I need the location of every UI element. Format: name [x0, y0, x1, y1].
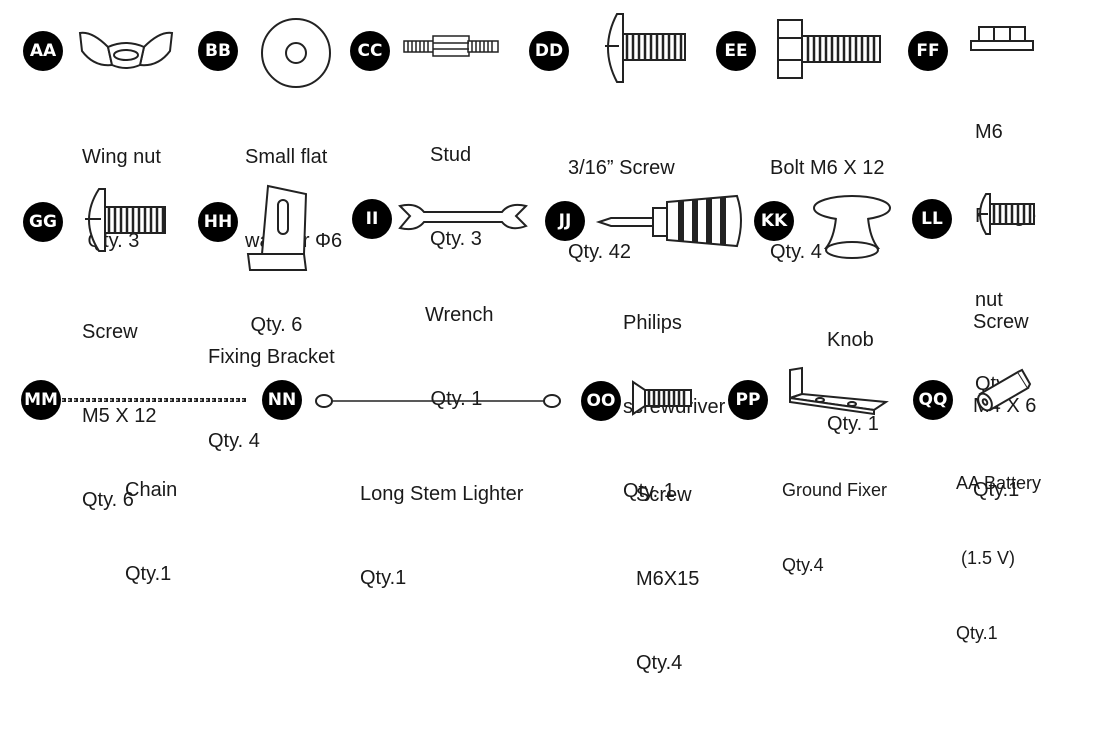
part-code-badge: DD [529, 31, 569, 71]
wing-nut-icon [78, 31, 174, 69]
part-qty: Qty. 6 [82, 489, 134, 511]
part-name: Wing nut [82, 146, 161, 168]
part-name-line2: (1.5 V) [956, 548, 1016, 568]
part-code-badge: AA [23, 31, 63, 71]
part-name: Small flat [245, 146, 328, 168]
part-qty: Qty. 1 [623, 480, 675, 502]
part-qty: Qty. 4 [770, 241, 822, 263]
lighter-icon [315, 394, 561, 408]
part-qty: Qty.4 [782, 555, 824, 575]
part-qty: Qty.1 [360, 567, 407, 589]
part-code-badge: LL [912, 199, 952, 239]
stud-icon [403, 35, 499, 57]
screw-icon [605, 13, 686, 83]
part-code-badge: NN [262, 380, 302, 420]
part-code-badge: MM [21, 380, 61, 420]
part-name: M6 [975, 121, 1003, 143]
part-name-line2: M6X15 [636, 568, 700, 590]
part-qty: Qty.1 [956, 623, 998, 643]
part-code-badge: CC [350, 31, 390, 71]
part-name-line3: nut [975, 289, 1003, 311]
part-name: Screw [636, 484, 692, 506]
part-name: Screw [973, 311, 1029, 333]
part-name: Stud [430, 144, 472, 166]
part-name: Fixing Bracket [208, 346, 335, 368]
ground-fixer-icon [789, 366, 889, 416]
part-name: Knob [827, 329, 874, 351]
part-code-badge: HH [198, 202, 238, 242]
part-code-badge: KK [754, 201, 794, 241]
part-qty: Qty. 42 [568, 241, 631, 263]
part-code-badge: FF [908, 31, 948, 71]
chain-icon [62, 398, 248, 402]
part-qty: Qty. 4 [208, 430, 260, 452]
part-code-badge: BB [198, 31, 238, 71]
washer-icon [261, 18, 331, 88]
part-qty: Qty.4 [636, 652, 683, 674]
part-name: Ground Fixer [782, 480, 888, 500]
part-name: Bolt M6 X 12 [770, 157, 885, 179]
part-code-badge: JJ [545, 201, 585, 241]
part-code-badge: EE [716, 31, 756, 71]
bolt-icon [777, 19, 881, 79]
part-qty: Qty. 1 [827, 413, 879, 435]
part-qty: Qty.1 [973, 479, 1020, 501]
bracket-icon [246, 184, 308, 271]
part-code-badge: QQ [913, 380, 953, 420]
part-name: Philips [623, 312, 682, 334]
part-code-badge: PP [728, 380, 768, 420]
countersunk-screw-icon [632, 380, 692, 416]
flange-nut-icon [970, 26, 1034, 51]
part-name: Long Stem Lighter [360, 483, 524, 505]
part-name: AA Battery [956, 473, 1042, 493]
part-name: 3/16” Screw [568, 157, 675, 179]
screwdriver-icon [595, 194, 742, 248]
screw-icon [85, 188, 166, 252]
part-name-line2: M5 X 12 [82, 405, 157, 427]
part-code-badge: OO [581, 381, 621, 421]
screw-icon [978, 193, 1035, 235]
part-name: Wrench [425, 304, 494, 326]
part-code-badge: GG [23, 202, 63, 242]
part-qty: Qty. 3 [430, 228, 482, 250]
part-name: Chain [125, 479, 178, 501]
battery-icon [977, 368, 1032, 412]
knob-icon [813, 195, 891, 259]
part-qty: Qty. 6 [245, 314, 303, 336]
part-qty: Qty.1 [125, 563, 172, 585]
part-code-badge: II [352, 199, 392, 239]
wrench-icon [398, 203, 528, 231]
part-name: Screw [82, 321, 138, 343]
part-qty: Qty. 1 [425, 388, 483, 410]
